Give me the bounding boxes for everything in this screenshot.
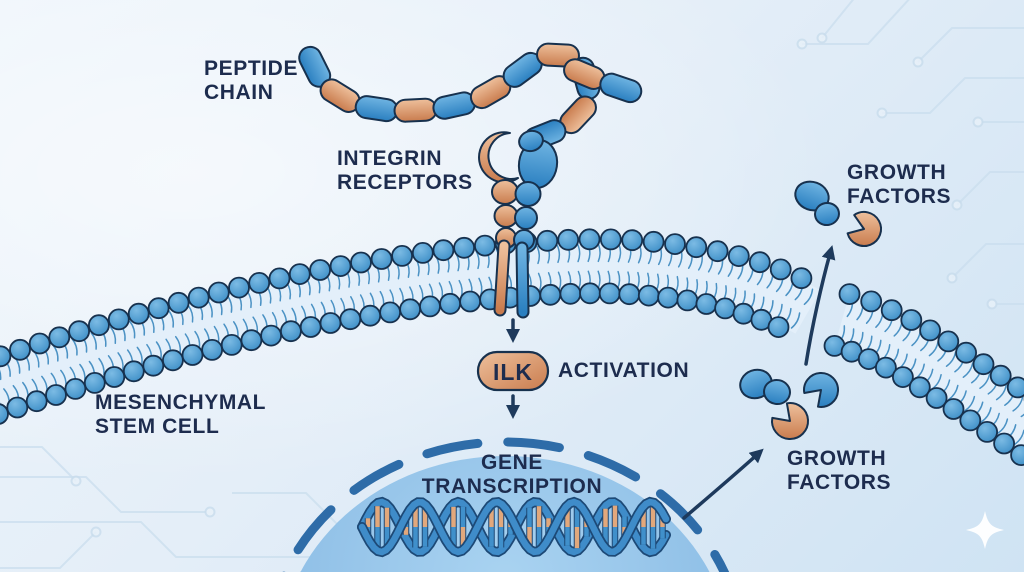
sparkle-icon <box>966 511 1004 549</box>
growth-factors-top-label-line2: FACTORS <box>847 185 952 208</box>
ilk-label: ILK <box>478 359 548 385</box>
ilk-pill <box>476 350 550 392</box>
growth-factors-mid-label-line2: FACTORS <box>787 471 892 494</box>
growth-factors-top-label: GROWTH FACTORS <box>847 161 951 209</box>
growth-factors-mid <box>739 368 840 441</box>
mesenchymal-stem-cell-label: MESENCHYMAL STEM CELL <box>95 391 266 439</box>
arrow-growth-factors-secretion <box>804 245 836 366</box>
peptide-chain-label-line2: CHAIN <box>204 81 274 104</box>
dna-helix-icon <box>357 496 671 558</box>
growth-factors-top <box>794 180 882 247</box>
integrin-receptors-label: INTEGRIN RECEPTORS <box>337 147 473 195</box>
cell-membrane-left <box>0 228 821 425</box>
mesenchymal-stem-cell-label-line2: STEM CELL <box>95 415 220 438</box>
integrin-receptors-label-line1: INTEGRIN <box>337 147 443 170</box>
growth-factors-mid-label: GROWTH FACTORS <box>787 447 891 495</box>
growth-factors-mid-label-line1: GROWTH <box>787 447 887 470</box>
cell-membrane-right <box>823 283 1024 466</box>
arrow-nucleus-to-growth-factors <box>682 448 764 520</box>
ilk-label-text: ILK <box>492 359 534 385</box>
integrin-receptors <box>478 129 559 319</box>
peptide-chain-label-line1: PEPTIDE <box>204 57 299 80</box>
growth-factors-top-label-line1: GROWTH <box>847 161 947 184</box>
integrin-receptors-label-line2: RECEPTORS <box>337 171 473 194</box>
peptide-chain-label: PEPTIDE CHAIN <box>204 57 298 105</box>
gene-transcription-label-line1: GENE <box>481 451 543 474</box>
peptide-chain <box>298 42 643 151</box>
gene-transcription-label: GENE TRANSCRIPTION <box>387 451 637 499</box>
activation-label: ACTIVATION <box>558 359 689 383</box>
gene-transcription-label-line2: TRANSCRIPTION <box>421 475 603 498</box>
activation-label-text: ACTIVATION <box>558 359 690 382</box>
mesenchymal-stem-cell-label-line1: MESENCHYMAL <box>95 391 267 414</box>
flow-arrows <box>506 245 836 520</box>
